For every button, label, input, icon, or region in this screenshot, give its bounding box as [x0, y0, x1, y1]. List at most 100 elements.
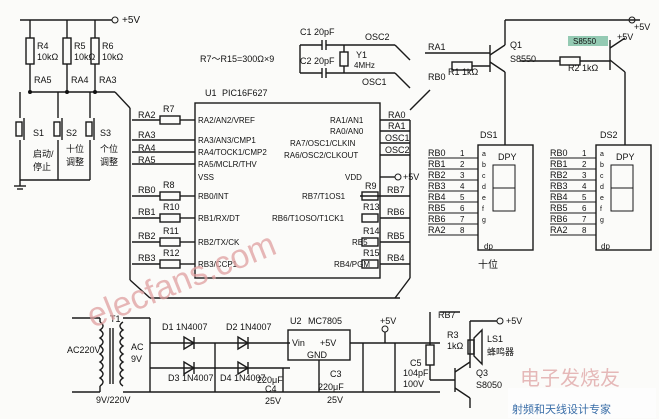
r2-label: R2 1kΩ — [568, 63, 599, 73]
d2-label: D2 1N4007 — [226, 322, 272, 332]
ds2-pin-number: 4 — [582, 182, 587, 191]
y1-freq: 4MHz — [354, 61, 375, 70]
transformer-ratio: 9V/220V — [96, 395, 131, 405]
mcu-pin-rb2: RB2/TX/CK — [198, 238, 240, 247]
resistor-r5 — [62, 37, 72, 65]
t1-label: T1 — [110, 314, 121, 324]
left-bus: RA2 RA3 RA4 RA5 RB0 RB1 RB2 RB3 R7 R8 R1… — [129, 104, 400, 299]
ds2-pin-net: RA2 — [550, 225, 568, 235]
ds2-segment-label: d — [600, 184, 604, 191]
r5-ref: R5 — [74, 41, 86, 51]
ds2-segment-label: e — [600, 195, 604, 202]
mcu-pin-ra2: RA2/AN2/VREF — [198, 116, 255, 125]
ds1-pin-number: 8 — [460, 226, 465, 235]
osc2-label: OSC2 — [365, 32, 390, 42]
ds1-pin-net: RB4 — [428, 192, 446, 202]
ds2-segment-label: a — [600, 151, 604, 158]
d3-label: D3 1N4007 — [168, 373, 214, 383]
mcu-pin-rb7: RB7/T1OS1 — [302, 192, 346, 201]
diode-d4 — [237, 360, 250, 376]
net-ra3: RA3 — [138, 130, 156, 140]
resistor-r14 — [361, 237, 379, 247]
d4-label: D4 1N4007 — [220, 373, 266, 383]
ds2-segment-label: f — [600, 206, 602, 213]
r4-value: 10kΩ — [37, 52, 59, 62]
mcu-pin-rb3: RB3/CCP1 — [198, 260, 238, 269]
s1-label-1: 启动/ — [33, 148, 54, 159]
ds2-pin-number: 7 — [582, 215, 587, 224]
rnet-rb6: RB6 — [387, 207, 405, 217]
ds1-segment-label: d — [482, 184, 486, 191]
watermark-rf: 射频和天线设计专家 — [512, 402, 611, 416]
r12-label: R12 — [163, 248, 180, 258]
mcu-pin-ra5: RA5/MCLR/THV — [198, 160, 257, 169]
r6-ref: R6 — [102, 41, 114, 51]
r10-label: R10 — [163, 202, 180, 212]
u2-ref: U2 — [290, 316, 302, 326]
buzzer-section: RB7 R3 1kΩ +5V LS1 蜂鸣器 Q3 S8050 — [425, 310, 522, 408]
ds2-segment-label: b — [600, 162, 604, 169]
q3-part: S8050 — [476, 380, 502, 390]
s3-ref: S3 — [100, 128, 111, 138]
net-rb3: RB3 — [138, 253, 156, 263]
ds2-pin-net: RB0 — [550, 148, 568, 158]
resistor-r3 — [425, 344, 435, 366]
transformer-primary — [98, 321, 104, 387]
ds1-pin-number: 3 — [460, 171, 465, 180]
q2-part: S8550 — [573, 37, 597, 46]
c5-value: 104pF — [403, 368, 429, 378]
ds2-pin-net: RB3 — [550, 181, 568, 191]
mcu-pin-vss: VSS — [198, 173, 214, 182]
buzzer-net: RB7 — [438, 310, 456, 320]
resistor-r9 — [361, 191, 379, 201]
r8-label: R8 — [163, 180, 175, 190]
resistor-note: R7～R15=300Ω×9 — [200, 54, 274, 64]
ds2-pin-net: RB4 — [550, 192, 568, 202]
rnet-ra1: RA1 — [388, 121, 406, 131]
vcc-buzzer: +5V — [506, 316, 522, 326]
u2-part: MC7805 — [308, 316, 342, 326]
q3-ref: Q3 — [476, 368, 488, 378]
s1-label-2: 停止 — [33, 161, 51, 172]
rnet-osc1: OSC1 — [385, 133, 410, 143]
r6-value: 10kΩ — [102, 52, 124, 62]
ds1-segment-label: e — [482, 195, 486, 202]
ac-in-label: AC220V — [67, 345, 101, 355]
mcu-part: PIC16F627 — [222, 88, 268, 98]
transformer-secondary — [119, 321, 125, 387]
ds2-pin-number: 3 — [582, 171, 587, 180]
ds1-segment-label: a — [482, 151, 486, 158]
ds1-pin-net: RB0 — [428, 148, 446, 158]
mcu-pin-ra1: RA1/AN1 — [330, 116, 364, 125]
rnet-rb4: RB4 — [387, 253, 405, 263]
mcu-u1: R7～R15=300Ω×9 U1 PIC16F627 RA2/AN2/VREF … — [194, 54, 431, 299]
switch-s3: S3 个位 调整 — [85, 92, 118, 180]
s1-ref: S1 — [33, 128, 44, 138]
display-ds2: DS2 DPY dp — [595, 130, 652, 251]
mcu-pin-rb4: RB4/PGM — [334, 260, 370, 269]
r1-label: R1 1kΩ — [448, 67, 479, 77]
ds1-pin-number: 5 — [460, 193, 465, 202]
ds1-pin-net: RB2 — [428, 170, 446, 180]
r3-value: 1kΩ — [447, 341, 464, 351]
rnet-rb5: RB5 — [387, 231, 405, 241]
net-ra2: RA2 — [138, 110, 156, 120]
net-ra5: RA5 — [138, 155, 156, 165]
c4-ref: C4 — [265, 384, 277, 394]
ds2-ref: DS2 — [600, 130, 618, 140]
ds2-title: DPY — [616, 152, 635, 162]
c3-rating: 25V — [327, 395, 343, 405]
ds2-pin-number: 2 — [582, 160, 587, 169]
ds2-pin-net: RB2 — [550, 170, 568, 180]
switch-s1: S1 启动/ 停止 — [15, 92, 54, 180]
mcu-pin-rb6: RB6/T1OSO/T1CK1 — [272, 214, 345, 223]
c2-label: C2 20pF — [300, 56, 335, 66]
ds1-caption: 十位 — [478, 258, 498, 271]
mcu-pin-rb1: RB1/RX/DT — [198, 214, 240, 223]
resistor-r15 — [361, 259, 379, 269]
r5-value: 10kΩ — [74, 52, 96, 62]
mcu-pin-rb5: RB5 — [352, 238, 368, 247]
ds2-segment-label: g — [600, 217, 604, 224]
rnet-vdd: +5V — [403, 172, 419, 182]
